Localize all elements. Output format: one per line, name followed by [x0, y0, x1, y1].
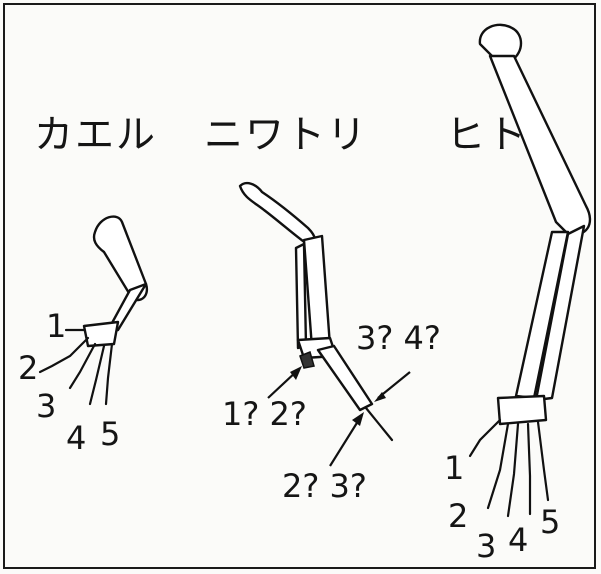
frog-digit-label-2: 2	[18, 352, 38, 384]
arrow-bottom	[330, 418, 360, 466]
human-digit-5	[538, 422, 548, 500]
frog-digit-label-1: 1	[46, 310, 66, 342]
human-digit-label-5: 5	[540, 506, 560, 538]
human-limb	[470, 25, 590, 516]
chicken-label-left: 1? 2?	[222, 398, 307, 430]
frog-digit-label-3: 3	[36, 390, 56, 422]
chicken-label-bottom: 2? 3?	[282, 470, 367, 502]
human-digit-label-4: 4	[508, 524, 528, 556]
human-digit-label-3: 3	[476, 530, 496, 562]
arrowhead-left	[290, 366, 302, 380]
title-chicken: ニワトリ	[204, 116, 368, 155]
chicken-label-top-right: 3? 4?	[356, 322, 441, 354]
human-digit-4	[528, 424, 530, 514]
arrowhead-bottom	[352, 412, 364, 426]
frog-wrist	[84, 322, 118, 346]
human-digit-2	[488, 424, 508, 508]
frog-digit-label-4: 4	[66, 422, 86, 454]
human-carpals	[498, 396, 546, 424]
frog-digit-4	[90, 346, 104, 404]
frog-digit-5	[106, 344, 112, 404]
chicken-humerus	[240, 183, 315, 246]
title-human: ヒト	[446, 116, 528, 155]
human-digit-1	[470, 420, 500, 456]
human-digit-label-1: 1	[444, 452, 464, 484]
chicken-digit	[366, 408, 392, 440]
human-digit-label-2: 2	[448, 500, 468, 532]
human-digit-3	[508, 424, 518, 516]
frog-digit-label-5: 5	[100, 418, 120, 450]
title-frog: カエル	[34, 116, 157, 155]
chicken-radius	[296, 244, 306, 348]
frog-digit-3	[70, 344, 95, 388]
chicken-ulna	[304, 236, 330, 348]
